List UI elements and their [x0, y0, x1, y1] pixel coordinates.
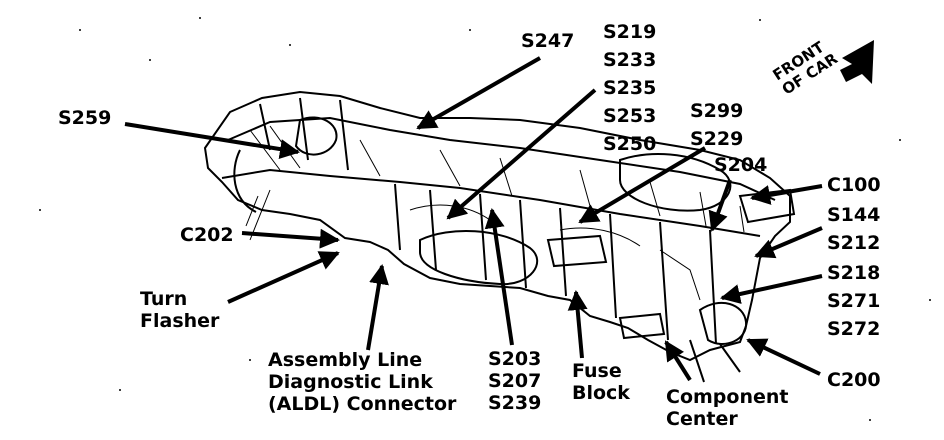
- front-of-car-arrow-icon: [840, 40, 874, 84]
- arrow-turn-flasher: [227, 251, 340, 304]
- label-s239: S239: [488, 392, 542, 414]
- leader-arrows: [124, 56, 823, 382]
- label-s219: S219: [603, 21, 657, 43]
- label-s204: S204: [714, 154, 768, 176]
- label-s212: S212: [827, 232, 881, 254]
- label-group-s203-s239: S203 S207 S239: [488, 348, 541, 414]
- arrow-s247: [416, 56, 541, 130]
- arrow-s-mid-group: [578, 146, 707, 224]
- arrow-s-top-group: [446, 88, 597, 220]
- label-group-s219-s250: S219 S233 S235 S253 S250: [603, 18, 656, 158]
- label-turn-flasher: Turn Flasher: [140, 288, 220, 332]
- label-s272: S272: [827, 318, 881, 340]
- arrow-aldl: [366, 264, 389, 351]
- label-s253: S253: [603, 105, 657, 127]
- label-s271: S271: [827, 290, 881, 312]
- label-s218: S218: [827, 262, 881, 284]
- dashboard-outline: [203, 90, 796, 383]
- label-s207: S207: [488, 370, 542, 392]
- label-fuse-block: Fuse Block: [572, 360, 630, 404]
- label-c202: C202: [180, 224, 234, 246]
- arrow-c202: [241, 228, 340, 249]
- dashboard-hatching: [245, 125, 745, 301]
- arrow-s218-group: [720, 274, 823, 304]
- label-s235: S235: [603, 77, 657, 99]
- arrow-s259: [124, 122, 300, 159]
- label-s299: S299: [690, 100, 744, 122]
- arrow-component-center: [664, 340, 692, 382]
- label-s233: S233: [603, 49, 657, 71]
- label-s250: S250: [603, 133, 657, 155]
- label-group-s299-s229: S299 S229: [690, 97, 743, 153]
- label-s247: S247: [521, 30, 575, 52]
- label-c200: C200: [827, 369, 881, 391]
- arrow-c100: [750, 184, 823, 205]
- label-s229: S229: [690, 128, 744, 150]
- label-c100: C100: [827, 174, 881, 196]
- label-s203: S203: [488, 348, 542, 370]
- arrow-s204: [708, 179, 732, 232]
- scan-specks: [39, 17, 931, 421]
- arrow-fuse-block: [567, 290, 588, 359]
- arrow-s-bottom-group: [484, 208, 514, 346]
- label-group-s144-s212: S144 S212: [827, 201, 880, 257]
- label-group-s218-s272: S218 S271 S272: [827, 259, 880, 343]
- label-aldl-connector: Assembly Line Diagnostic Link (ALDL) Con…: [268, 349, 457, 415]
- label-s259: S259: [58, 107, 112, 129]
- arrow-s144-s212: [754, 226, 823, 259]
- label-component-center: Component Center: [666, 386, 789, 430]
- arrow-c200: [746, 338, 821, 376]
- label-s144: S144: [827, 204, 881, 226]
